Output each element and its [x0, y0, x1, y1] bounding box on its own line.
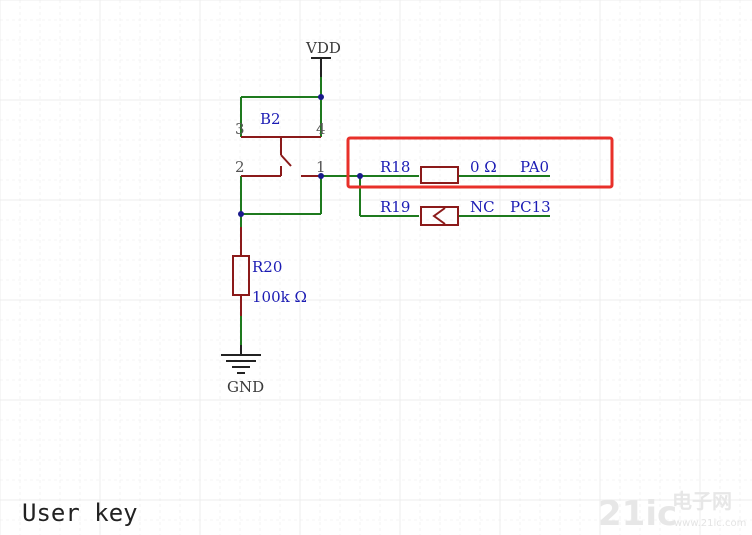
switch-pin-2: 2 [235, 158, 245, 176]
junction-dot [318, 173, 324, 179]
r20-value: 100k Ω [252, 288, 307, 306]
switch-pin-3: 3 [235, 120, 245, 138]
diagram-title: User key [22, 499, 138, 527]
junction-dot [357, 173, 363, 179]
watermark-url: www.21ic.com [674, 518, 746, 529]
vdd-power-symbol [311, 57, 331, 77]
r18-designator: R18 [380, 158, 410, 176]
junction-dot [238, 211, 244, 217]
r18-value: 0 Ω [470, 158, 497, 176]
watermark: 21ic 电子网 www.21ic.com [598, 489, 746, 534]
highlight-box [346, 136, 614, 189]
resistor-r18 [420, 166, 459, 184]
r19-value: NC [470, 198, 495, 216]
r18-net-label: PA0 [520, 158, 549, 176]
watermark-brand: 电子网 [672, 489, 732, 513]
r19-designator: R19 [380, 198, 410, 216]
switch-pin-4: 4 [316, 120, 326, 138]
switch-pin-1: 1 [316, 158, 326, 176]
r20-designator: R20 [252, 258, 282, 276]
switch-b2 [241, 136, 321, 177]
switch-designator: B2 [260, 110, 281, 128]
vdd-label: VDD [305, 39, 341, 57]
watermark-logo: 21ic [598, 494, 677, 534]
gnd-label: GND [227, 378, 264, 396]
wires [240, 77, 550, 345]
gnd-symbol [221, 345, 261, 374]
junction-dot [318, 94, 324, 100]
r19-net-label: PC13 [510, 198, 551, 216]
resistor-r19 [420, 206, 459, 226]
junctions [238, 94, 363, 217]
resistor-r20 [232, 227, 250, 316]
